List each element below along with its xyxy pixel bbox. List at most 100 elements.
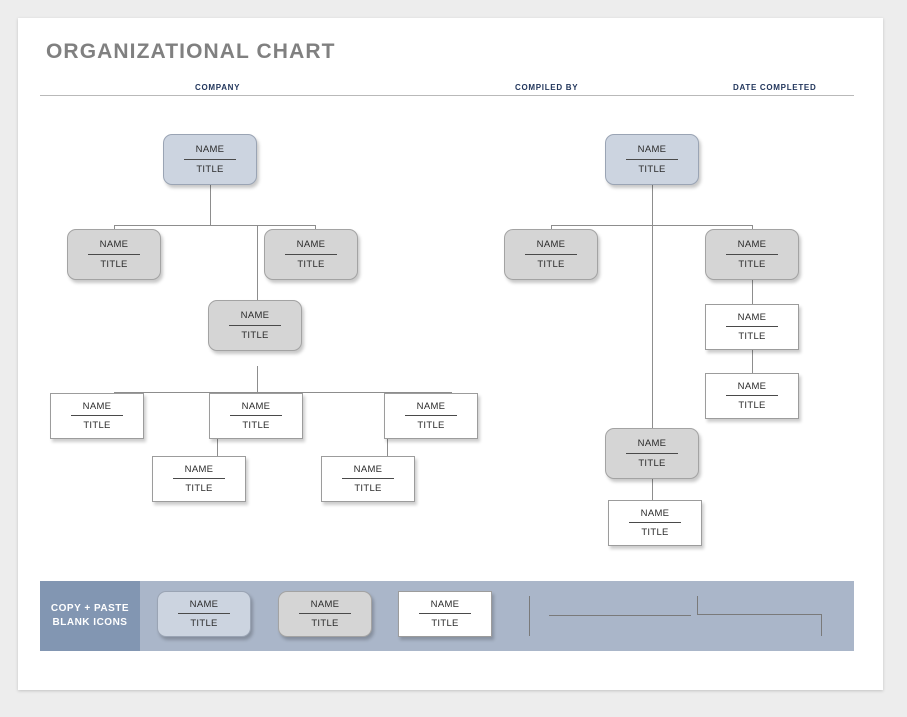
- legend-panel-line1: COPY + PASTE: [50, 603, 130, 614]
- org-node-L4c[interactable]: NAME TITLE: [384, 393, 478, 439]
- node-name: NAME: [416, 400, 446, 412]
- node-divider: [299, 613, 351, 614]
- connector-l1-stem: [210, 185, 211, 225]
- node-name: NAME: [310, 598, 340, 610]
- connector-l3-stem: [257, 225, 258, 310]
- node-name: NAME: [737, 380, 767, 392]
- connector-r3-stem: [752, 276, 753, 312]
- connector-r5-stem: [652, 225, 653, 438]
- node-divider: [626, 452, 678, 454]
- node-name: NAME: [536, 239, 566, 250]
- org-node-L3[interactable]: NAME TITLE: [208, 300, 302, 351]
- node-divider: [173, 478, 225, 479]
- legend-sample-node-gray[interactable]: NAME TITLE: [278, 591, 372, 637]
- node-name: NAME: [353, 463, 383, 475]
- node-divider: [405, 415, 457, 416]
- org-node-L5b[interactable]: NAME TITLE: [321, 456, 415, 502]
- legend-sample-vertical-line-icon[interactable]: [529, 596, 530, 636]
- node-title: TITLE: [297, 258, 325, 270]
- node-name: NAME: [99, 239, 129, 250]
- node-divider: [419, 613, 471, 614]
- org-node-R3[interactable]: NAME TITLE: [705, 304, 799, 350]
- node-title: TITLE: [190, 618, 218, 629]
- node-title: TITLE: [431, 618, 459, 629]
- legend-sample-elbow-icon-vertical-left[interactable]: [697, 596, 698, 615]
- field-label-company: COMPANY: [195, 83, 241, 92]
- legend-sample-node-white[interactable]: NAME TITLE: [398, 591, 492, 637]
- node-divider: [71, 415, 123, 416]
- node-title: TITLE: [417, 420, 445, 431]
- page-title: ORGANIZATIONAL CHART: [46, 40, 336, 63]
- node-divider: [184, 158, 236, 160]
- org-node-R2a[interactable]: NAME TITLE: [504, 229, 598, 280]
- node-name: NAME: [82, 400, 112, 412]
- node-title: TITLE: [738, 331, 766, 342]
- org-node-L1[interactable]: NAME TITLE: [163, 134, 257, 185]
- org-node-R4[interactable]: NAME TITLE: [705, 373, 799, 419]
- org-node-R6[interactable]: NAME TITLE: [608, 500, 702, 546]
- node-title: TITLE: [241, 329, 269, 341]
- legend-panel-line2: BLANK ICONS: [52, 617, 128, 628]
- node-divider: [726, 395, 778, 396]
- legend-sample-horizontal-line-icon[interactable]: [549, 615, 691, 616]
- node-divider: [178, 613, 230, 614]
- node-title: TITLE: [354, 483, 382, 494]
- connector-r1-bus: [551, 225, 752, 226]
- connector-r4-stem: [752, 349, 753, 375]
- node-title: TITLE: [311, 618, 339, 629]
- node-name: NAME: [195, 144, 225, 155]
- node-title: TITLE: [196, 163, 224, 175]
- node-name: NAME: [189, 598, 219, 610]
- node-divider: [525, 253, 577, 255]
- header-divider: [40, 95, 854, 96]
- node-name: NAME: [430, 598, 460, 610]
- legend-sample-elbow-icon-vertical-right[interactable]: [821, 614, 822, 636]
- connector-l1-bus: [114, 225, 315, 226]
- node-divider: [229, 324, 281, 326]
- node-name: NAME: [240, 310, 270, 321]
- org-node-L2a[interactable]: NAME TITLE: [67, 229, 161, 280]
- node-title: TITLE: [100, 258, 128, 270]
- node-divider: [342, 478, 394, 479]
- node-title: TITLE: [638, 457, 666, 469]
- node-divider: [726, 326, 778, 327]
- node-name: NAME: [737, 311, 767, 323]
- node-divider: [726, 253, 778, 255]
- node-name: NAME: [640, 507, 670, 519]
- legend-panel: COPY + PASTE BLANK ICONS: [40, 581, 140, 651]
- node-divider: [285, 253, 337, 255]
- node-title: TITLE: [83, 420, 111, 431]
- node-divider: [230, 415, 282, 416]
- field-label-date-completed: DATE COMPLETED: [733, 83, 817, 92]
- node-divider: [88, 253, 140, 255]
- org-node-R2b[interactable]: NAME TITLE: [705, 229, 799, 280]
- document-page: ORGANIZATIONAL CHART COMPANY COMPILED BY…: [18, 18, 883, 690]
- legend-sample-node-blue[interactable]: NAME TITLE: [157, 591, 251, 637]
- node-title: TITLE: [638, 163, 666, 175]
- node-title: TITLE: [641, 527, 669, 538]
- field-label-compiled-by: COMPILED BY: [515, 83, 579, 92]
- org-node-L5a[interactable]: NAME TITLE: [152, 456, 246, 502]
- org-node-L4a[interactable]: NAME TITLE: [50, 393, 144, 439]
- node-title: TITLE: [738, 400, 766, 411]
- node-title: TITLE: [537, 258, 565, 270]
- node-title: TITLE: [738, 258, 766, 270]
- org-node-L4b[interactable]: NAME TITLE: [209, 393, 303, 439]
- connector-l3-down: [257, 366, 258, 392]
- node-title: TITLE: [242, 420, 270, 431]
- connector-r6-stem: [652, 478, 653, 504]
- node-name: NAME: [296, 239, 326, 250]
- connector-l3-bus: [114, 392, 451, 393]
- org-node-R1[interactable]: NAME TITLE: [605, 134, 699, 185]
- node-name: NAME: [241, 400, 271, 412]
- org-node-R5[interactable]: NAME TITLE: [605, 428, 699, 479]
- node-name: NAME: [637, 144, 667, 155]
- node-divider: [629, 522, 681, 523]
- connector-r1-stem: [652, 185, 653, 225]
- node-name: NAME: [737, 239, 767, 250]
- node-name: NAME: [637, 438, 667, 449]
- org-node-L2b[interactable]: NAME TITLE: [264, 229, 358, 280]
- legend-sample-elbow-icon-horizontal[interactable]: [697, 614, 822, 615]
- legend-bar: COPY + PASTE BLANK ICONS NAME TITLE NAME…: [40, 581, 854, 651]
